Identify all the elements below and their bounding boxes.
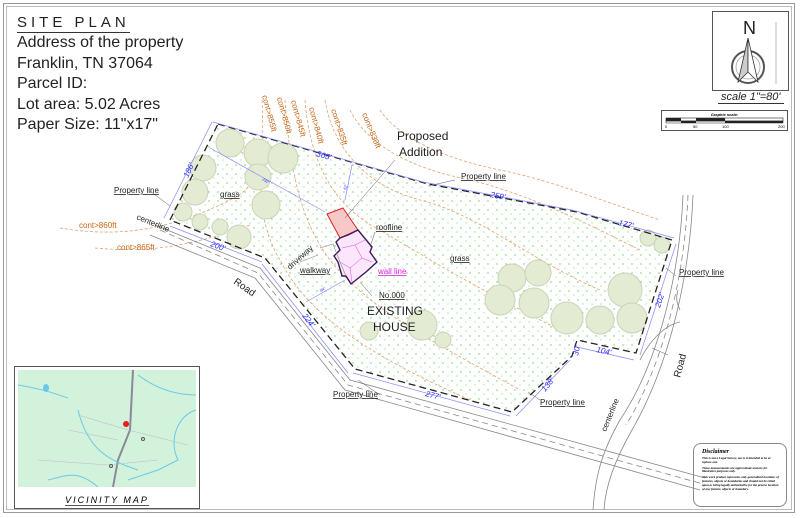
outer-frame bbox=[3, 3, 795, 513]
dimension-label: 277' bbox=[424, 389, 442, 402]
dimension-label: 30' bbox=[571, 344, 582, 357]
title-block: SITE PLAN Address of the property Frankl… bbox=[17, 14, 183, 136]
inner-frame bbox=[6, 6, 792, 510]
roads bbox=[149, 194, 706, 511]
contour-label: cont>865ft bbox=[117, 243, 155, 252]
driveway-walkway bbox=[299, 243, 347, 277]
vicinity-map-caption: VICINITY MAP bbox=[65, 495, 149, 506]
dimension-label: 104' bbox=[596, 345, 613, 357]
disclaimer-title: Disclaimer bbox=[702, 449, 729, 455]
disclaimer-text: This is not a Legal Survey, nor is it in… bbox=[702, 456, 771, 464]
graphic-scale: Graphic scale: 0 50 100 200 bbox=[661, 110, 788, 131]
dimension-label: 232' bbox=[261, 176, 271, 185]
contour-label: cont>830ft bbox=[360, 111, 383, 150]
wall-line-label: wall line bbox=[377, 267, 407, 276]
graphic-scale-caption: Graphic scale: bbox=[710, 112, 739, 117]
north-letter: N bbox=[743, 18, 756, 38]
dimension-label: 365' bbox=[315, 149, 332, 162]
lot-area bbox=[170, 124, 672, 412]
disclaimer-text: These measurements are approximate and a… bbox=[702, 465, 768, 474]
lot-area-line: Lot area: 5.02 Acres bbox=[17, 95, 161, 113]
leader-lines bbox=[149, 159, 677, 401]
north-arrow-box: N bbox=[712, 11, 789, 91]
existing-house-label: HOUSE bbox=[373, 320, 416, 334]
property-line-label: Property line bbox=[461, 172, 506, 181]
property-line-label: Property line bbox=[114, 186, 159, 195]
dimension-label: 177' bbox=[618, 218, 635, 230]
roof-lines bbox=[339, 239, 373, 283]
dimension-lines bbox=[163, 121, 677, 417]
existing-house-label: EXISTING bbox=[367, 304, 423, 318]
vicinity-map-image bbox=[18, 370, 197, 488]
dimension-label: 62' bbox=[342, 184, 348, 191]
location-pin-icon bbox=[123, 421, 130, 434]
property-line bbox=[169, 123, 673, 413]
disclaimer-box: Disclaimer This is not a Legal Survey, n… bbox=[693, 443, 787, 507]
dimension-label: 202' bbox=[653, 291, 667, 309]
property-line-label: Property line bbox=[333, 390, 378, 399]
paper-size-line: Paper Size: 11"x17" bbox=[17, 116, 158, 133]
north-arrow-icon: N bbox=[731, 18, 777, 84]
contour-label: cont>840ft bbox=[307, 106, 326, 145]
existing-house bbox=[333, 229, 378, 286]
dimension-label: 259' bbox=[489, 190, 507, 202]
roofline-label: roofline bbox=[376, 223, 403, 232]
city-line: Franklin, TN 37064 bbox=[17, 54, 153, 72]
property-line-label: Property line bbox=[679, 268, 724, 277]
centerline-label: centerline bbox=[135, 213, 171, 235]
grass-label: grass bbox=[220, 190, 240, 199]
centerline-label: centerline bbox=[600, 397, 622, 433]
plan-labels: Proposed Addition Property line Property… bbox=[114, 129, 724, 433]
scale-tick: 200 bbox=[778, 124, 785, 129]
parcel-line: Parcel ID: bbox=[17, 75, 88, 92]
dimension-label: 84' bbox=[319, 286, 326, 293]
scale-tick: 50 bbox=[693, 124, 698, 129]
proposed-addition-label: Addition bbox=[399, 145, 442, 159]
disclaimer-text: This work product represents only genera… bbox=[702, 475, 779, 491]
trees bbox=[173, 128, 671, 349]
vicinity-map: VICINITY MAP bbox=[14, 366, 200, 509]
road-label: Road bbox=[672, 353, 689, 379]
scale-label: scale 1"=80' bbox=[718, 91, 784, 104]
house-number-label: No.000 bbox=[379, 291, 405, 300]
road-label: Road bbox=[231, 276, 257, 299]
contour-label: cont>835ft bbox=[329, 108, 349, 147]
walkway-label: walkway bbox=[299, 266, 330, 275]
scale-tick: 100 bbox=[722, 124, 729, 129]
scale-tick: 0 bbox=[665, 124, 668, 129]
property-line-label: Property line bbox=[540, 398, 585, 407]
contour-label: cont>860ft bbox=[79, 221, 117, 230]
grass-label: grass bbox=[450, 254, 470, 263]
address-line: Address of the property bbox=[17, 34, 184, 51]
page-title: SITE PLAN bbox=[17, 14, 130, 33]
proposed-addition-label: Proposed bbox=[397, 129, 448, 143]
